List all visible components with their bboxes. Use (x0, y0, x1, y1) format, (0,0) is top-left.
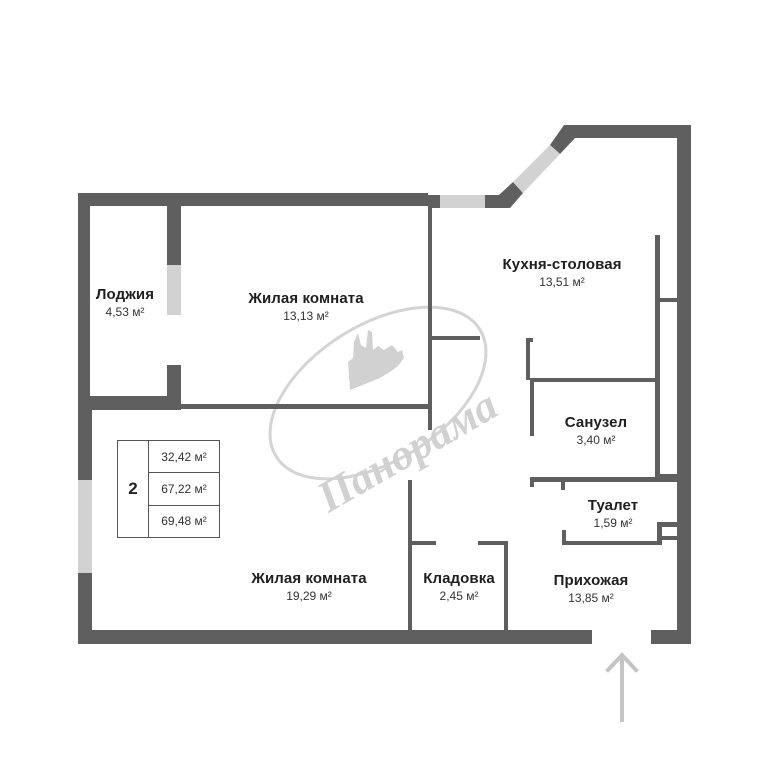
window-loggia-divider (167, 265, 181, 315)
room-label-hallway: Прихожая 13,85 м² (554, 572, 629, 606)
city-skyline-icon (348, 330, 404, 390)
living-area: 32,42 м² (149, 441, 219, 474)
room-label-bathroom: Санузел 3,40 м² (565, 414, 627, 448)
room-label-living-2: Жилая комната 19,29 м² (251, 570, 366, 604)
room-count: 2 (118, 441, 149, 537)
room-name: Кладовка (423, 570, 495, 587)
room-label-toilet: Туалет 1,59 м² (588, 497, 639, 531)
room-area: 4,53 м² (105, 305, 145, 319)
room-area: 13,13 м² (283, 309, 329, 323)
room-name: Кухня-столовая (502, 256, 622, 273)
window-top (440, 195, 485, 208)
room-label-loggia: Лоджия 4,53 м² (96, 286, 154, 320)
room-label-storage: Кладовка 2,45 м² (423, 570, 495, 604)
room-name: Санузел (564, 414, 628, 431)
room-name: Прихожая (553, 572, 629, 589)
watermark-text: Панорама (308, 380, 506, 522)
window-diagonal (513, 145, 560, 193)
room-area: 1,59 м² (593, 516, 633, 530)
area-list: 32,42 м² 67,22 м² 69,48 м² (149, 441, 219, 537)
area-with-loggia: 69,48 м² (161, 514, 207, 529)
room-name: Жилая комната (251, 570, 367, 587)
room-area: 13,51 м² (539, 275, 585, 289)
room-area: 3,40 м² (576, 433, 616, 447)
walls (78, 125, 691, 644)
room-name: Лоджия (95, 286, 155, 303)
room-name: Туалет (587, 497, 639, 514)
room-area: 19,29 м² (286, 589, 332, 603)
room-label-living-1: Жилая комната 13,13 м² (248, 290, 363, 324)
room-area: 2,45 м² (439, 589, 479, 603)
windows (78, 145, 560, 573)
room-area: 13,85 м² (568, 591, 614, 605)
room-label-kitchen: Кухня-столовая 13,51 м² (502, 256, 621, 290)
apartment-summary-table: 2 32,42 м² 67,22 м² 69,48 м² (117, 440, 220, 538)
window-left (78, 480, 92, 573)
total-area: 67,22 м² (149, 473, 219, 506)
room-name: Жилая комната (248, 290, 364, 307)
entrance-arrow-icon (605, 652, 639, 722)
